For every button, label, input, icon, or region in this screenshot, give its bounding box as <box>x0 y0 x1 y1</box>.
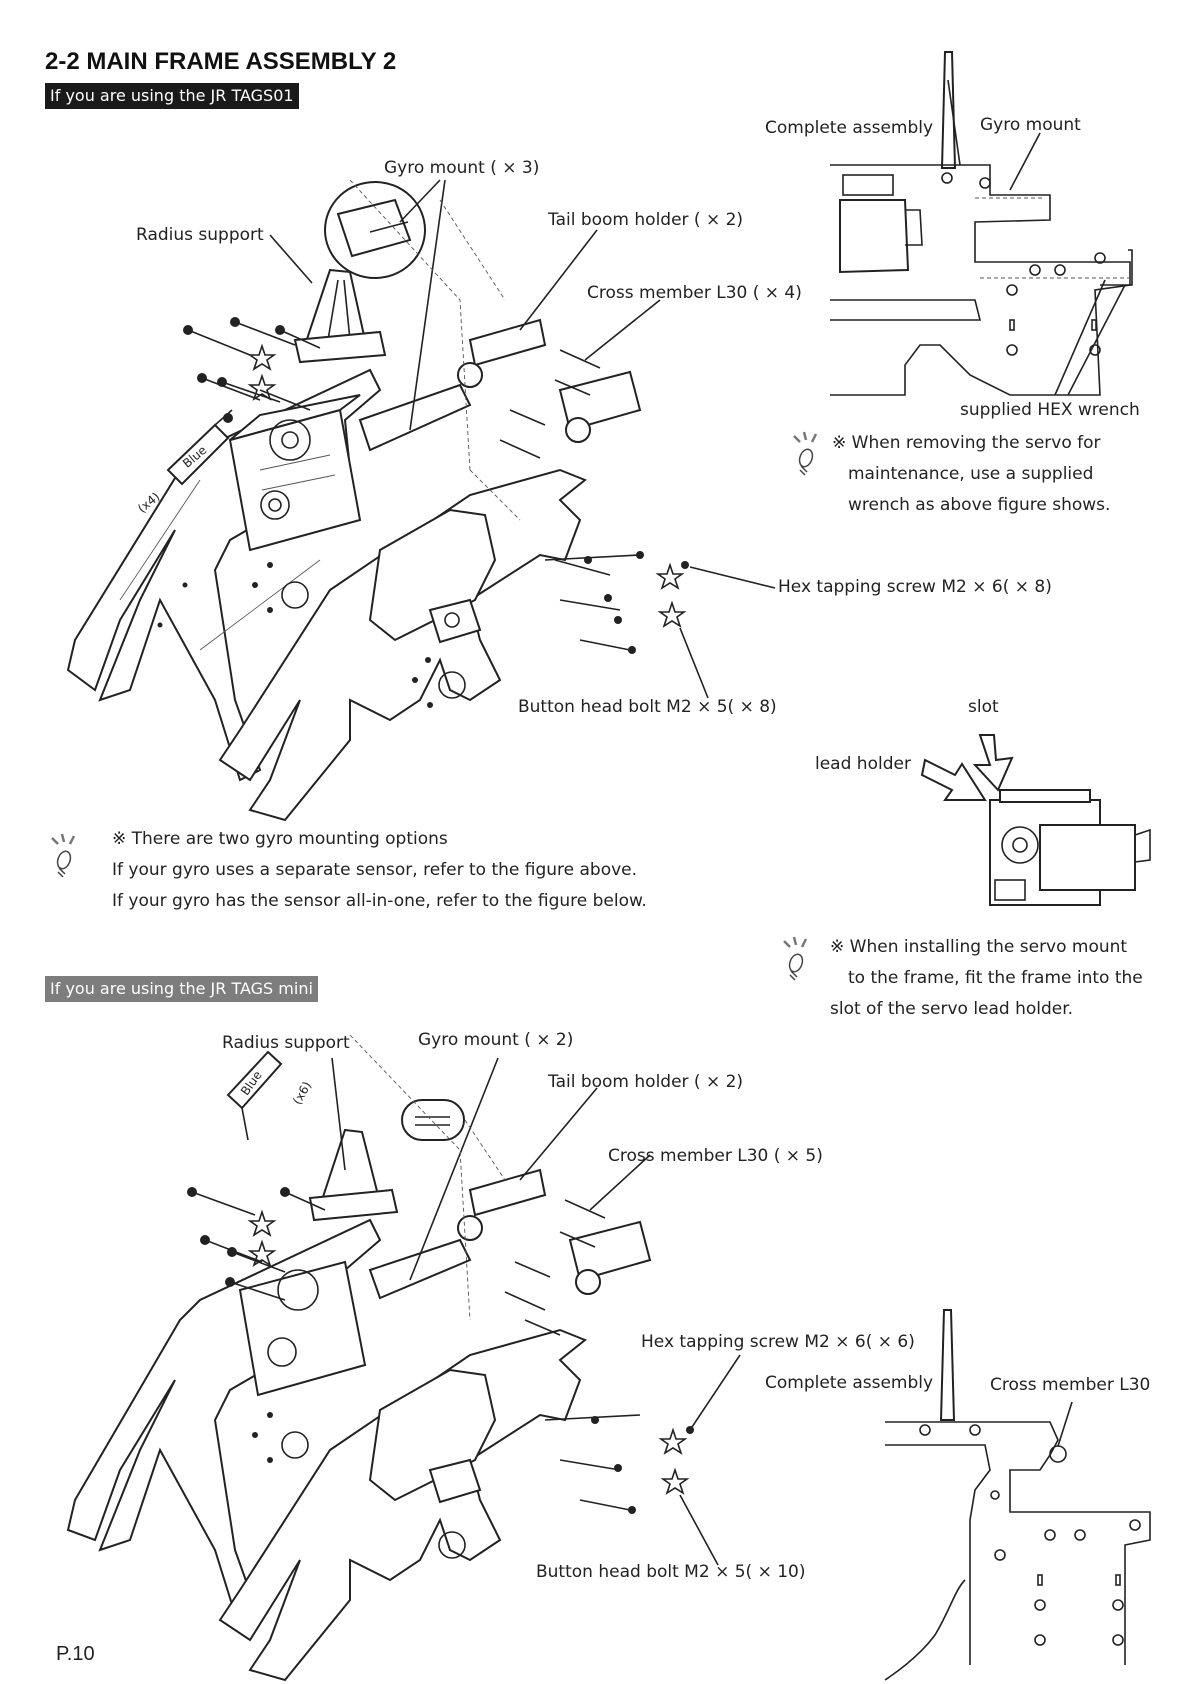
note-gyro-options-line: If your gyro uses a separate sensor, ref… <box>112 860 638 880</box>
page-title: 2-2 MAIN FRAME ASSEMBLY 2 <box>45 48 397 75</box>
section-a-exploded-view <box>66 179 776 822</box>
note-servo-removal-line: maintenance, use a supplied <box>848 464 1094 484</box>
star-icon <box>657 600 687 628</box>
servo-lead-detail <box>920 734 1151 906</box>
star-icon <box>247 343 277 371</box>
label-tail-boom-holder-b: Tail boom holder ( × 2) <box>548 1072 744 1092</box>
label-gyro-mount-b: Gyro mount ( × 2) <box>418 1030 574 1050</box>
star-icon <box>247 373 277 401</box>
label-slot: slot <box>968 697 999 717</box>
note-gyro-options: ※ There are two gyro mounting options If… <box>112 824 647 917</box>
star-icon <box>247 1209 277 1237</box>
label-complete-assembly-b: Complete assembly <box>765 1373 934 1393</box>
label-button-bolt-a: Button head bolt M2 × 5( × 8) <box>518 697 777 717</box>
label-hex-wrench: supplied HEX wrench <box>960 400 1140 420</box>
note-servo-removal-line: wrench as above figure shows. <box>848 495 1111 515</box>
note-servo-install-line: ※ When installing the servo mount <box>830 937 1128 957</box>
left-screws <box>183 317 321 423</box>
label-inset-cross-member: Cross member L30 <box>990 1375 1151 1395</box>
label-button-bolt-b: Button head bolt M2 × 5( × 10) <box>536 1562 806 1582</box>
cross-members <box>499 349 601 459</box>
note-servo-install: ※ When installing the servo mount to the… <box>830 932 1143 1025</box>
star-icon <box>658 1427 688 1455</box>
lightbulb-icon <box>793 431 818 476</box>
label-cross-member-b: Cross member L30 ( × 5) <box>608 1146 823 1166</box>
radius-support-part <box>293 268 387 364</box>
star-icon <box>660 1467 690 1495</box>
label-cross-member-a: Cross member L30 ( × 4) <box>587 283 802 303</box>
inset-a-complete-assembly <box>830 51 1133 396</box>
section-a-banner: If you are using the JR TAGS01 <box>45 83 299 109</box>
gyro-plate <box>358 383 472 452</box>
note-servo-install-line: to the frame, fit the frame into the <box>848 968 1143 988</box>
lightbulb-icon <box>51 833 76 878</box>
label-gyro-mount-a: Gyro mount ( × 3) <box>384 158 540 178</box>
label-tail-boom-holder-a: Tail boom holder ( × 2) <box>548 210 744 230</box>
section-b-banner: If you are using the JR TAGS mini <box>45 976 318 1002</box>
label-hex-screw-b: Hex tapping screw M2 × 6( × 6) <box>641 1332 915 1352</box>
section-b-exploded-view <box>66 1034 741 1682</box>
star-icon <box>655 562 685 590</box>
note-servo-removal-line: ※ When removing the servo for <box>832 433 1101 453</box>
note-gyro-options-line: ※ There are two gyro mounting options <box>112 829 448 849</box>
page-number: P.10 <box>56 1643 95 1665</box>
servo-block <box>228 394 362 552</box>
note-servo-install-line: slot of the servo lead holder. <box>830 999 1074 1019</box>
threadlock-tube-a <box>166 409 233 486</box>
note-gyro-options-line: If your gyro has the sensor all-in-one, … <box>112 891 647 911</box>
lightbulb-icon <box>783 936 808 981</box>
right-side-frame <box>218 468 587 822</box>
right-screws <box>544 551 689 654</box>
label-radius-support-b: Radius support <box>222 1033 350 1053</box>
star-icon <box>247 1239 277 1267</box>
label-complete-assembly-a: Complete assembly <box>765 118 934 138</box>
label-hex-screw-a: Hex tapping screw M2 × 6( × 8) <box>778 577 1052 597</box>
note-servo-removal: ※ When removing the servo for maintenanc… <box>832 428 1110 521</box>
label-lead-holder: lead holder <box>815 754 911 774</box>
label-radius-support-a: Radius support <box>136 225 264 245</box>
label-inset-gyro-mount: Gyro mount <box>980 115 1081 135</box>
inset-b-complete-assembly <box>884 1309 1151 1681</box>
